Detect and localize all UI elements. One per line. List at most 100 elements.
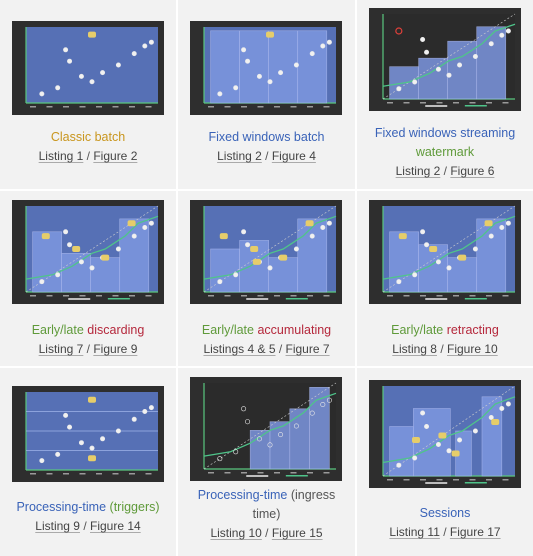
data-point <box>309 51 315 57</box>
listing-link[interactable]: Listing 8 <box>392 342 437 356</box>
title-part: Early/late <box>391 323 447 337</box>
window-pane <box>297 218 328 293</box>
data-point <box>245 242 251 248</box>
data-point <box>499 224 505 230</box>
data-point <box>245 58 251 64</box>
separator: / <box>275 342 286 356</box>
separator: / <box>83 342 94 356</box>
data-point <box>499 405 505 411</box>
title-part: Processing-time <box>197 488 291 502</box>
data-point <box>278 432 284 438</box>
figure-chart <box>203 382 337 477</box>
data-point <box>435 259 441 265</box>
figure-thumbnail[interactable] <box>369 8 521 111</box>
figure-link[interactable]: Figure 9 <box>93 342 138 356</box>
listing-link[interactable]: Listing 2 <box>395 164 441 178</box>
figure-chart <box>382 205 516 300</box>
figure-thumbnail[interactable] <box>369 200 521 304</box>
figure-thumbnail[interactable] <box>190 200 342 304</box>
figure-link[interactable]: Figure 14 <box>90 519 141 533</box>
figure-link[interactable]: Figure 2 <box>93 149 138 163</box>
figure-link[interactable]: Figure 15 <box>271 526 323 540</box>
data-point <box>278 70 284 76</box>
reference-line: Listings 4 & 5 / Figure 7 <box>178 340 355 359</box>
data-point <box>309 233 315 239</box>
figure-thumbnail[interactable] <box>12 200 164 304</box>
listing-link[interactable]: Listing 11 <box>389 525 440 539</box>
window-pane <box>90 257 121 293</box>
result-badge <box>101 254 110 261</box>
title-part: time) <box>252 507 281 521</box>
listing-link[interactable]: Listing 1 <box>38 149 84 163</box>
listing-link[interactable]: Listing 2 <box>217 149 262 163</box>
result-badge <box>429 246 438 252</box>
card-title: Early/late retracting <box>357 321 533 340</box>
data-point <box>457 62 463 68</box>
data-point <box>446 448 452 454</box>
data-point <box>499 32 505 38</box>
window-pane <box>268 30 299 104</box>
data-point <box>148 405 154 411</box>
figure-link[interactable]: Figure 10 <box>447 342 498 356</box>
card-title: Processing-time (triggers) <box>0 498 176 517</box>
late-point-marker <box>395 27 403 35</box>
data-point <box>412 79 418 85</box>
figure-thumbnail[interactable] <box>190 377 342 481</box>
window-pane <box>210 248 240 293</box>
figure-thumbnail[interactable] <box>369 380 521 488</box>
data-point <box>326 397 332 403</box>
title-part: retracting <box>446 323 499 337</box>
result-badge <box>219 233 228 240</box>
result-badge <box>72 246 81 252</box>
data-point <box>326 220 332 226</box>
result-badge <box>127 220 136 227</box>
window-pane <box>289 408 310 470</box>
title-part: Sessions <box>419 506 471 520</box>
data-point <box>488 414 494 420</box>
figure-link[interactable]: Figure 17 <box>449 525 501 539</box>
data-point <box>472 53 478 59</box>
data-point <box>78 440 84 446</box>
result-badge <box>438 432 447 439</box>
reference-line: Listing 10 / Figure 15 <box>178 524 355 543</box>
title-part: watermark <box>415 145 475 159</box>
window-pane <box>210 30 240 104</box>
data-point <box>55 272 61 278</box>
figure-link[interactable]: Figure 6 <box>450 164 495 178</box>
figure-link[interactable]: Figure 4 <box>271 149 316 163</box>
data-point <box>100 70 106 76</box>
listing-link[interactable]: Listing 7 <box>38 342 84 356</box>
data-point <box>320 401 326 407</box>
data-point <box>420 410 426 416</box>
data-point <box>446 265 452 271</box>
title-part: discarding <box>87 323 145 337</box>
data-point <box>267 442 273 448</box>
figure-chart <box>382 385 516 484</box>
title-part: Early/late <box>201 323 258 337</box>
data-point <box>142 408 148 414</box>
listing-link[interactable]: Listing 10 <box>210 526 262 540</box>
data-point <box>241 229 247 235</box>
card-title: Early/late discarding <box>0 321 176 340</box>
listing-link[interactable]: Listing 9 <box>35 519 80 533</box>
result-badge <box>458 254 467 261</box>
listing-link[interactable]: Listings 4 & 5 <box>203 342 276 356</box>
data-point <box>396 279 402 285</box>
figure-chart <box>203 205 337 300</box>
window-pane <box>61 252 91 293</box>
card-title: Classic batch <box>0 128 176 147</box>
figure-link[interactable]: Figure 7 <box>285 342 330 356</box>
data-point <box>39 279 45 285</box>
result-badge <box>305 220 314 227</box>
figure-thumbnail[interactable] <box>190 21 342 115</box>
data-point <box>89 79 95 85</box>
figure-thumbnail[interactable] <box>12 21 164 115</box>
data-point <box>309 410 315 416</box>
figure-thumbnail[interactable] <box>12 386 164 482</box>
